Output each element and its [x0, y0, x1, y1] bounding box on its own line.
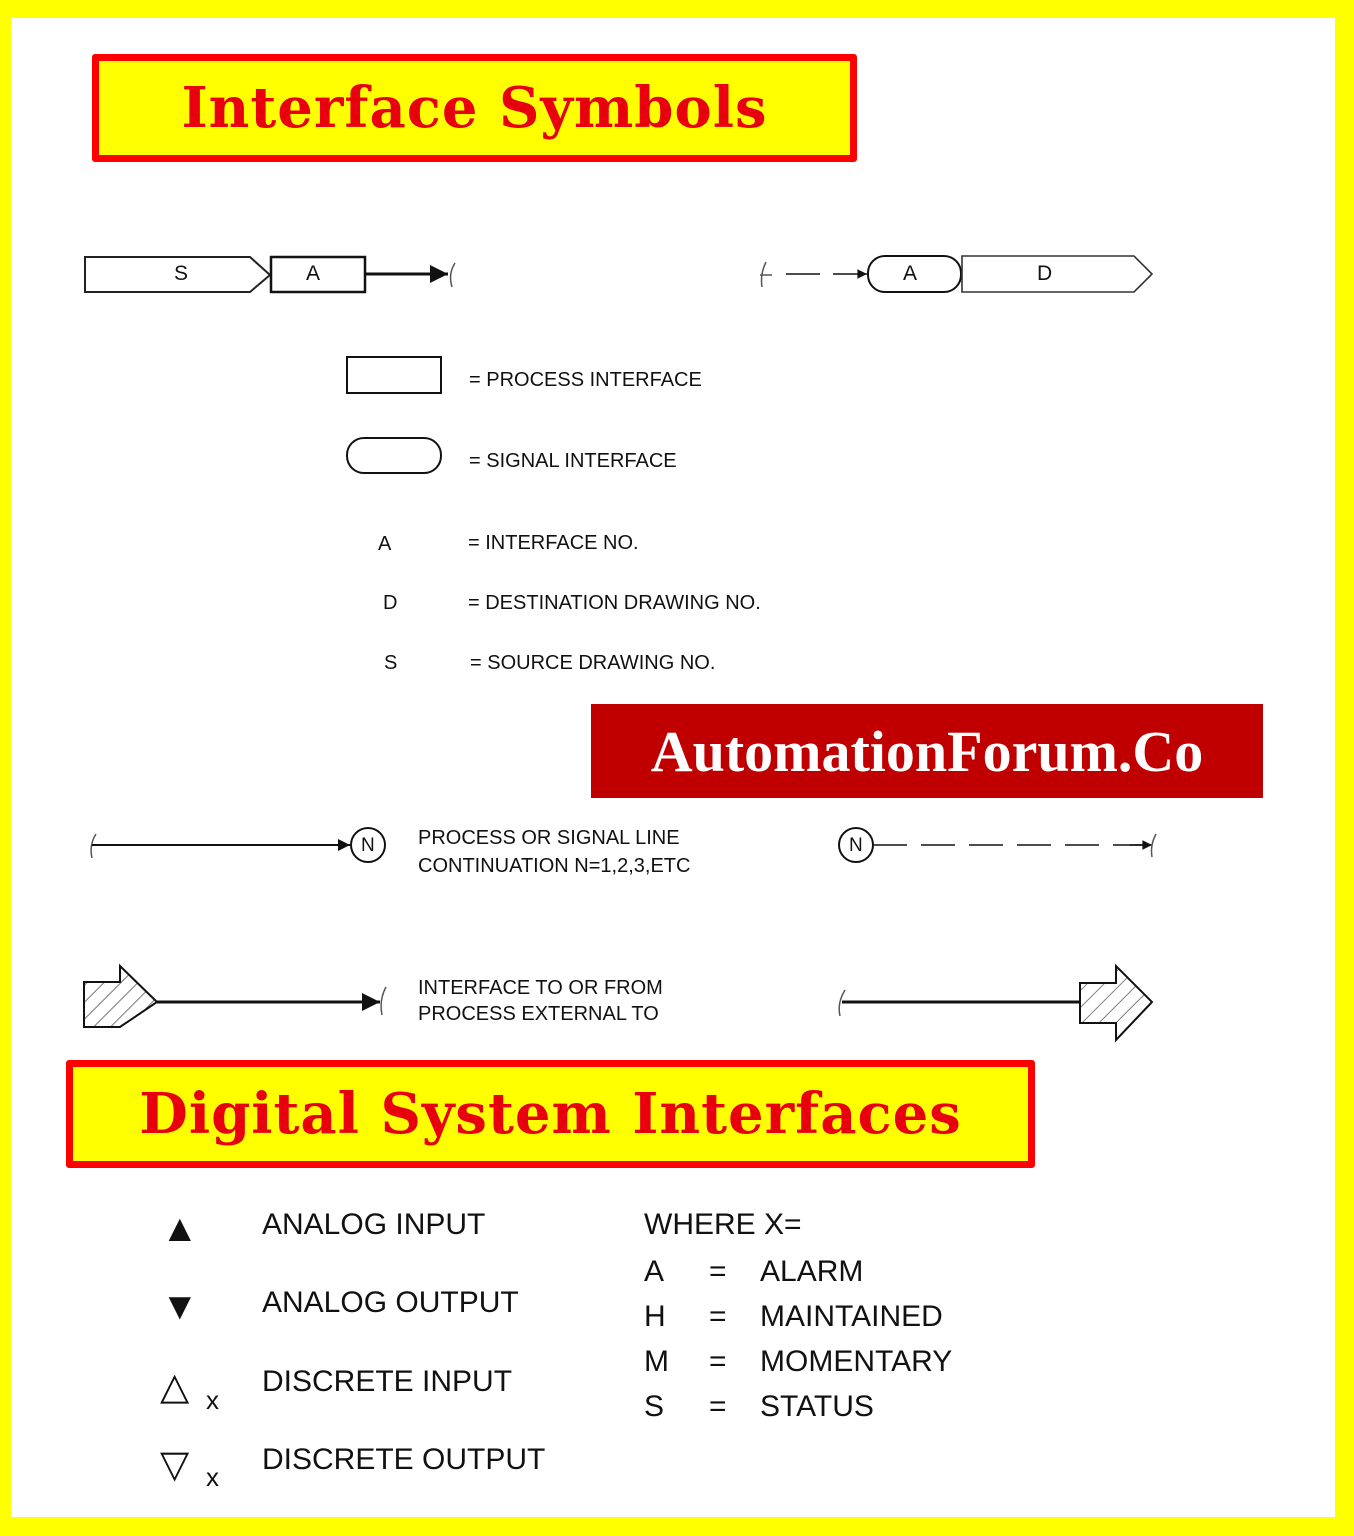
where-x-key: S	[644, 1390, 665, 1423]
external-interface-left	[83, 963, 387, 1028]
where-x-eq: =	[709, 1390, 727, 1423]
break-mark-icon	[90, 833, 97, 859]
where-x-value-status: STATUS	[760, 1390, 874, 1423]
signal-interface-box	[867, 255, 962, 293]
external-interface-right	[838, 963, 1154, 1043]
interface-symbols-header: Interface Symbols	[92, 54, 857, 162]
legend-process-interface: = PROCESS INTERFACE	[469, 369, 702, 391]
interface-label: A	[306, 262, 321, 285]
break-mark-icon	[449, 262, 456, 288]
legend-destination-drawing: = DESTINATION DRAWING NO.	[468, 592, 761, 614]
continuation-desc-line2: CONTINUATION N=1,2,3,ETC	[418, 855, 691, 877]
where-x-eq: =	[709, 1255, 727, 1288]
where-x-heading: WHERE X=	[644, 1208, 802, 1241]
filled-down-triangle-icon: ▼	[161, 1286, 199, 1328]
continuation-node-label: N	[849, 835, 863, 856]
where-x-value-momentary: MOMENTARY	[760, 1345, 953, 1378]
break-mark-icon	[838, 989, 846, 1017]
analog-output-label: ANALOG OUTPUT	[262, 1286, 519, 1319]
legend-symbol-a: A	[378, 533, 392, 555]
continuation-desc-line1: PROCESS OR SIGNAL LINE	[418, 827, 680, 849]
legend-signal-interface: = SIGNAL INTERFACE	[469, 450, 677, 472]
digital-system-interfaces-header: Digital System Interfaces	[66, 1060, 1035, 1168]
external-desc-line1: INTERFACE TO OR FROM	[418, 977, 663, 999]
break-mark-icon	[760, 261, 772, 288]
where-x-key: H	[644, 1300, 666, 1333]
digital-system-interfaces-title: Digital System Interfaces	[139, 1081, 962, 1147]
break-mark-icon	[1150, 833, 1157, 858]
discrete-output-suffix: x	[206, 1462, 219, 1492]
brand-banner: AutomationForum.Co	[591, 704, 1263, 798]
interface-label: A	[903, 262, 918, 285]
signal-interface-symbol	[346, 437, 442, 474]
external-desc-line2: PROCESS EXTERNAL TO	[418, 1003, 659, 1025]
discrete-input-suffix: x	[206, 1385, 219, 1415]
continuation-left	[90, 827, 386, 863]
hollow-down-triangle-icon: ▽	[160, 1444, 190, 1486]
legend-symbol-d: D	[383, 592, 398, 614]
destination-drawing-pentagon	[961, 255, 1154, 293]
source-drawing-pentagon	[84, 256, 272, 293]
legend-source-drawing: = SOURCE DRAWING NO.	[470, 652, 716, 674]
where-x-eq: =	[709, 1345, 727, 1378]
source-label: S	[174, 262, 189, 285]
break-mark-icon	[380, 986, 387, 1016]
hatched-arrow-icon	[1079, 963, 1154, 1043]
source-flow-example	[84, 255, 456, 294]
legend-interface-no: = INTERFACE NO.	[468, 532, 639, 554]
destination-flow-example	[760, 255, 1154, 293]
destination-label: D	[1037, 262, 1053, 285]
where-x-key: A	[644, 1255, 665, 1288]
continuation-node-label: N	[361, 835, 375, 856]
continuation-node-icon	[350, 827, 386, 863]
process-interface-symbol	[346, 356, 442, 394]
brand-label: AutomationForum.Co	[650, 718, 1204, 784]
where-x-value-alarm: ALARM	[760, 1255, 864, 1288]
interface-symbols-title: Interface Symbols	[181, 75, 768, 141]
hollow-up-triangle-icon: △	[160, 1366, 190, 1408]
discrete-input-label: DISCRETE INPUT	[262, 1365, 513, 1398]
hatched-arrow-icon	[83, 963, 159, 1028]
where-x-key: M	[644, 1345, 669, 1378]
where-x-value-maintained: MAINTAINED	[760, 1300, 943, 1333]
where-x-eq: =	[709, 1300, 727, 1333]
analog-input-label: ANALOG INPUT	[262, 1208, 486, 1241]
filled-up-triangle-icon: ▲	[161, 1208, 199, 1250]
continuation-right	[838, 827, 1157, 863]
legend-symbol-s: S	[384, 652, 398, 674]
discrete-output-label: DISCRETE OUTPUT	[262, 1443, 546, 1476]
